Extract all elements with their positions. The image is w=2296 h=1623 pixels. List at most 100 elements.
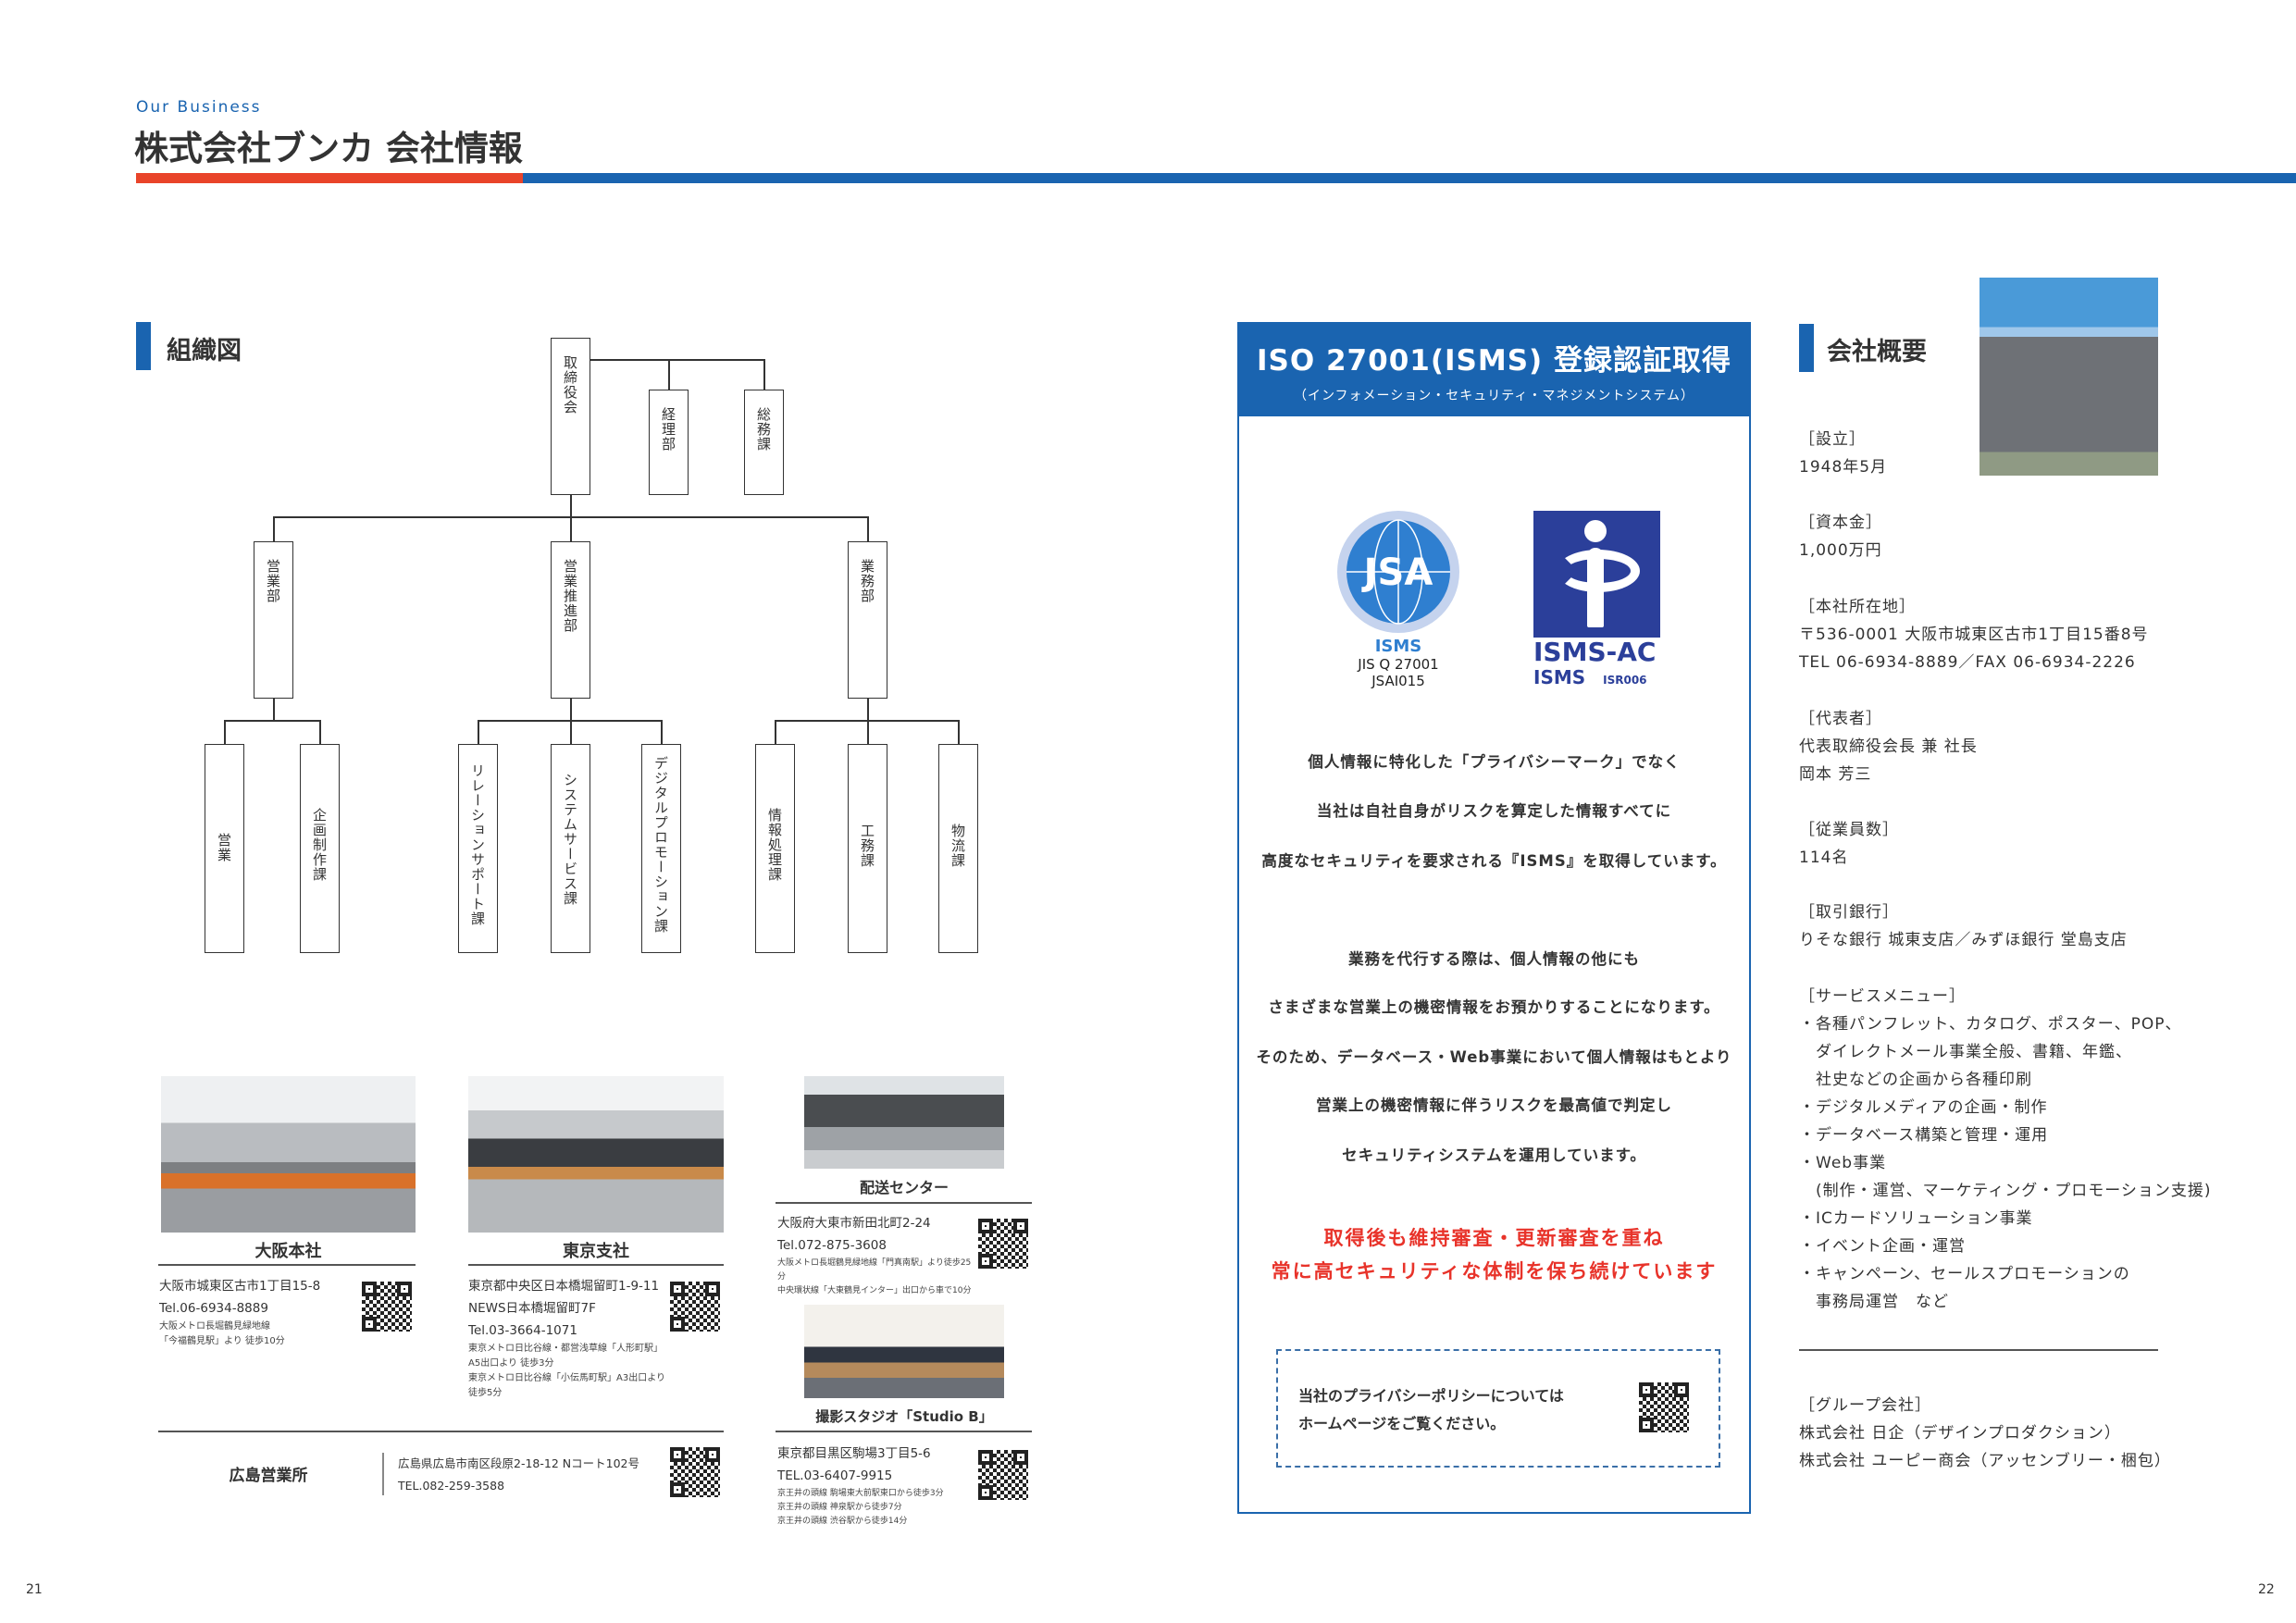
qr-code-hiroshima[interactable] (668, 1445, 722, 1499)
iso-body-text: 高度なセキュリティを要求される『ISMS』を取得しています。 (1261, 852, 1727, 870)
iso-certification-panel: ISO 27001(ISMS) 登録認証取得 （インフォメーション・セキュリティ… (1237, 322, 1751, 1514)
org-connector (273, 699, 275, 720)
service-item: ・キャンペーン、セールスプロモーションの (1799, 1265, 2130, 1283)
value: 〒536-0001 大阪市城東区古市1丁目15番8号 (1799, 626, 2149, 644)
org-box-section: 企画制作課 (300, 744, 340, 953)
org-connector (570, 495, 572, 541)
logo-text: ISMS-AC (1533, 637, 1657, 667)
access: 大阪メトロ長堀鶴見緑地線「門真南駅」より徒歩25分 (777, 1258, 972, 1282)
org-box-label: 営業部 (265, 559, 281, 603)
org-connector (867, 516, 869, 541)
org-box-label: リレーションサポート課 (469, 763, 486, 926)
org-box-label: 情報処理課 (766, 808, 783, 882)
org-box-sales: 営業部 (254, 541, 293, 699)
org-heading: 組織図 (167, 337, 242, 365)
org-connector (775, 720, 776, 744)
org-box-label: システムサービス課 (562, 773, 578, 906)
org-connector (478, 720, 479, 744)
org-box-label: 経理部 (660, 407, 676, 452)
label: ［資本金］ (1799, 514, 1882, 532)
qr-code-privacy[interactable] (1637, 1381, 1691, 1434)
isms-ac-i-icon (1533, 511, 1660, 638)
qr-code-tokyo[interactable] (668, 1280, 722, 1333)
org-connector (867, 699, 869, 744)
access: 京王井の頭線 渋谷駅から徒歩14分 (777, 1517, 908, 1526)
osaka-office-info: 大阪市城東区古市1丁目15-8 Tel.06-6934-8889 大阪メトロ長堀… (159, 1275, 354, 1349)
access: 東京メトロ日比谷線「小伝馬町駅」A3出口より 徒歩5分 (468, 1373, 666, 1398)
iso-highlight-text: 取得後も維持審査・更新審査を重ね (1323, 1227, 1665, 1249)
service-item: ダイレクトメール事業全般、書籍、年鑑、 (1799, 1043, 2132, 1061)
profile-services: ［サービスメニュー］・各種パンフレット、カタログ、ポスター、POP、 ダイレクト… (1799, 983, 2212, 1316)
jsa-mark: JSA (1361, 551, 1433, 594)
org-connector (763, 359, 765, 390)
phone: TEL.082-259-3588 (398, 1479, 505, 1493)
org-box-sales-promotion: 営業推進部 (551, 541, 590, 699)
service-item: ・デジタルメディアの企画・制作 (1799, 1098, 2048, 1117)
org-box-section: 情報処理課 (755, 744, 795, 953)
org-box-label: 業務部 (859, 559, 875, 603)
tokyo-office-photo (468, 1076, 724, 1233)
address: 東京都中央区日本橋堀留町1-9-11 (468, 1279, 660, 1294)
org-connector (319, 720, 321, 744)
label: ［従業員数］ (1799, 821, 1899, 839)
org-connector (775, 720, 959, 722)
divider (468, 1264, 724, 1266)
hiroshima-office-info: 広島県広島市南区段原2-18-12 Nコート102号 TEL.082-259-3… (398, 1453, 639, 1497)
service-item: ・イベント企画・運営 (1799, 1237, 1966, 1256)
org-connector (273, 516, 275, 541)
value: TEL 06-6934-8889／FAX 06-6934-2226 (1799, 653, 2136, 672)
qr-code-studio[interactable] (976, 1448, 1030, 1502)
isms-ac-logo: ISMS-AC ISMS ISR006 (1533, 511, 1660, 690)
building: NEWS日本橋堀留町7F (468, 1301, 596, 1316)
logo-text: ISR006 (1603, 674, 1647, 687)
logo-text: ISMS (1533, 666, 1586, 688)
address: 広島県広島市南区段原2-18-12 Nコート102号 (398, 1456, 639, 1470)
profile-capital: ［資本金］1,000万円 (1799, 509, 1882, 564)
org-box-section: デジタルプロモーション課 (641, 744, 681, 953)
service-item: 社史などの企画から各種印刷 (1799, 1071, 2032, 1089)
org-box-label: 工務課 (859, 824, 875, 868)
value: 1948年5月 (1799, 458, 1888, 477)
profile-banks: ［取引銀行］りそな銀行 城東支店／みずほ銀行 堂島支店 (1799, 898, 2128, 954)
org-connector (590, 359, 763, 361)
delivery-center-name: 配送センター (859, 1179, 949, 1196)
org-box-label: 総務課 (755, 407, 772, 452)
org-box-section: 営業 (205, 744, 244, 953)
privacy-text: 当社のプライバシーポリシーについては (1298, 1387, 1564, 1405)
divider (776, 1431, 1032, 1432)
divider (382, 1453, 384, 1495)
org-box-label: 営業 (216, 833, 232, 862)
iso-body-text: 当社は自社自身がリスクを算定した情報すべてに (1316, 802, 1672, 820)
logo-text: ISMS (1374, 637, 1422, 656)
org-box-board: 取締役会 (551, 338, 590, 495)
value: 岡本 芳三 (1799, 765, 1872, 784)
org-box-operations: 業務部 (848, 541, 887, 699)
iso-header: ISO 27001(ISMS) 登録認証取得 （インフォメーション・セキュリティ… (1239, 324, 1749, 416)
address: 大阪市城東区古市1丁目15-8 (159, 1279, 321, 1294)
access: 中央環状線「大東鶴見インター」出口から車で10分 (777, 1286, 972, 1295)
org-box-label: デジタルプロモーション課 (652, 756, 669, 934)
iso-title: ISO 27001(ISMS) 登録認証取得 (1256, 344, 1732, 378)
qr-code-osaka[interactable] (360, 1280, 414, 1333)
studio-photo (804, 1305, 1004, 1398)
divider (158, 1264, 416, 1266)
access: A5出口より 徒歩3分 (468, 1358, 554, 1369)
access: 東京メトロ日比谷線・都営浅草線「人形町駅」 (468, 1344, 663, 1354)
qr-code-delivery[interactable] (976, 1217, 1030, 1270)
jsa-globe-icon: JSA (1337, 511, 1459, 633)
phone: Tel.06-6934-8889 (159, 1301, 268, 1316)
service-item: ・各種パンフレット、カタログ、ポスター、POP、 (1799, 1015, 2182, 1034)
iso-body-text: セキュリティシステムを運用しています。 (1342, 1146, 1646, 1164)
hiroshima-office-name: 広島営業所 (229, 1467, 308, 1485)
org-connector (224, 720, 226, 744)
studio-name: 撮影スタジオ「Studio B」 (815, 1408, 993, 1425)
org-box-section: システムサービス課 (551, 744, 590, 953)
value: 代表取締役会長 兼 社長 (1799, 737, 1978, 756)
value: りそな銀行 城東支店／みずほ銀行 堂島支店 (1799, 931, 2128, 949)
org-connector (273, 516, 868, 518)
service-item: 事務局運営 など (1799, 1293, 1949, 1311)
address: 大阪府大東市新田北町2-24 (777, 1216, 931, 1231)
osaka-office-name: 大阪本社 (254, 1242, 322, 1261)
service-item: (制作・運営、マーケティング・プロモーション支援) (1799, 1182, 2212, 1200)
